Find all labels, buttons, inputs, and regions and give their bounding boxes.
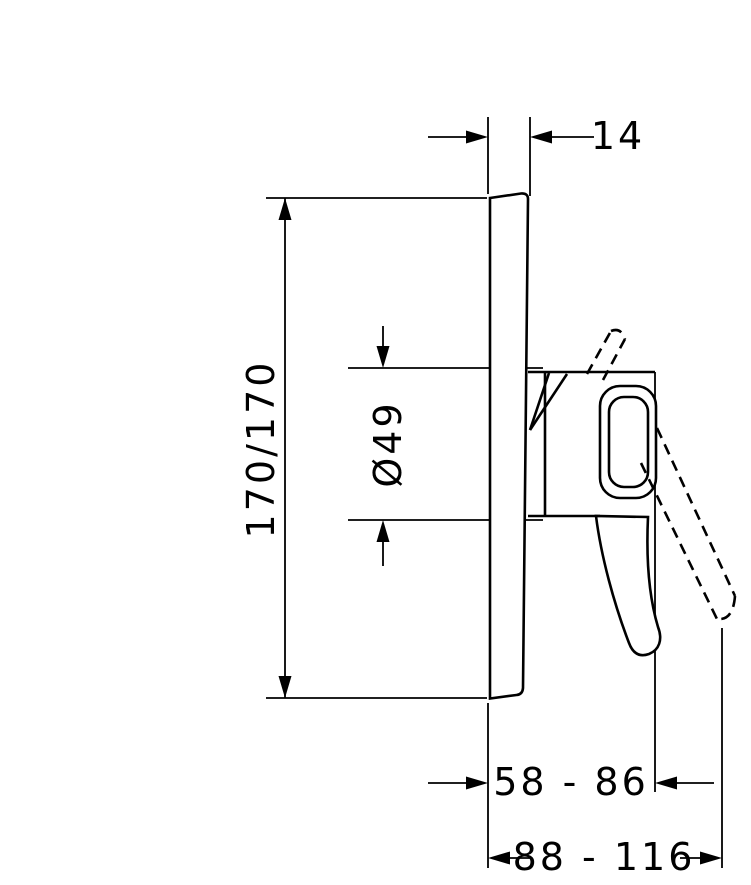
dim-label-plate-height: 170/170 bbox=[239, 359, 283, 539]
valve-cartridge bbox=[528, 370, 655, 518]
arrowhead-right-icon bbox=[466, 130, 488, 144]
dashed-up-edge-1 bbox=[585, 330, 613, 375]
arrowhead-left-icon bbox=[488, 851, 510, 865]
dashed-ext-tip bbox=[716, 595, 737, 621]
arrowhead-left-icon bbox=[530, 130, 552, 144]
lever-handle-dashed-up bbox=[585, 328, 627, 381]
dashed-up-tip bbox=[610, 328, 627, 340]
arrowhead-left-icon bbox=[655, 776, 677, 790]
arrowhead-down-icon bbox=[376, 346, 390, 368]
arrowhead-up-icon bbox=[376, 520, 390, 542]
dim-label-cartridge-diameter: Ø49 bbox=[366, 400, 410, 488]
lever-handle-outline bbox=[594, 514, 662, 657]
wall-plate-outline bbox=[488, 192, 530, 700]
arrowhead-up-icon bbox=[278, 198, 292, 220]
dashed-ext-edge-1 bbox=[655, 427, 737, 597]
dim-label-plate-thickness: 14 bbox=[590, 114, 646, 158]
dimension-depth-total bbox=[488, 851, 722, 865]
handle-hub bbox=[598, 384, 658, 500]
arrowhead-down-icon bbox=[278, 676, 292, 698]
handle-hub-outer bbox=[598, 384, 658, 500]
dimension-plate-height bbox=[278, 198, 292, 698]
wall-plate bbox=[488, 192, 530, 700]
handle-hub-inner bbox=[607, 395, 650, 489]
dimension-depth-body bbox=[428, 776, 714, 790]
arrowhead-right-icon bbox=[700, 851, 722, 865]
dim-label-depth-total: 88 - 116 bbox=[512, 835, 696, 879]
valve-sleeve-diagonal-1 bbox=[528, 372, 551, 431]
dashed-up-edge-2 bbox=[601, 338, 627, 381]
lever-handle bbox=[594, 514, 662, 657]
valve-sleeve-diagonal-2 bbox=[528, 373, 569, 431]
dim-label-depth-body: 58 - 86 bbox=[493, 760, 649, 804]
extension-lines bbox=[266, 117, 723, 868]
dimension-cartridge-diameter bbox=[376, 326, 390, 566]
dimension-plate-thickness bbox=[428, 130, 594, 144]
dashed-ext-edge-2 bbox=[639, 462, 719, 620]
lever-handle-dashed-extended bbox=[639, 427, 737, 621]
arrowhead-right-icon bbox=[466, 776, 488, 790]
